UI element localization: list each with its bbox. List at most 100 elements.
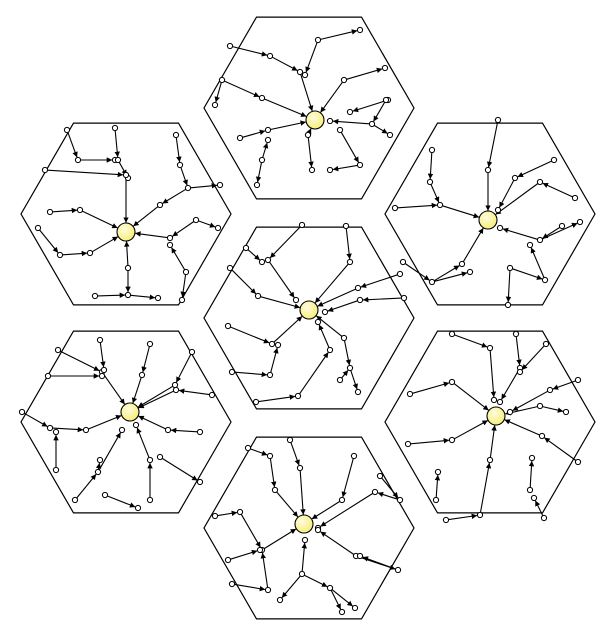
cell-center-sensor-node [336,376,344,384]
cell-lower-left-sensor-node [118,426,126,434]
cell-top-hexagon [203,16,415,200]
cell-lower-left-link [141,346,150,373]
cell-lower-right-link [412,381,450,394]
cell-lower-left-link [161,457,198,481]
cell-top-link [305,42,318,73]
cell-lower-left-sensor-node [52,466,60,474]
cell-top-link [270,120,306,131]
cell-lower-right-sensor-node [530,494,538,502]
cell-bottom-link [304,574,328,588]
cell-upper-left-link [82,210,118,229]
cell-upper-right-sensor-node [484,166,492,174]
cell-lower-right-sensor-node [434,468,442,476]
cell-upper-left-sensor-node [122,171,130,179]
cell-upper-right-sensor-node [511,174,519,182]
cell-upper-left-link [172,221,195,237]
cell-lower-right-link [489,425,497,458]
cell-lower-left-sensor-node [138,371,146,379]
cell-lower-right-link [534,500,544,516]
cell-lower-left-link [178,388,210,396]
cell-lower-right-sensor-node [538,432,546,440]
cell-bottom-link [381,477,399,498]
cell-top-link [300,74,314,112]
cell-upper-left-link [91,236,119,253]
cell-lower-right-link [544,437,577,461]
cell-center-link [327,300,358,312]
cell-center-sensor-node [226,264,234,272]
cell-center-link [260,296,301,309]
cell-top-sensor-node [258,94,266,102]
cell-top-link [373,101,386,122]
cell-lower-right-link [528,460,535,488]
cell-lower-left-sensor-node [146,340,154,348]
cell-center-link [299,352,329,395]
cell-center-sensor-node [354,388,362,396]
cell-center-sensor-node [326,346,334,354]
cell-bottom-sensor-node [350,452,358,460]
cell-upper-left-link [175,137,182,163]
cell-lower-left-sensor-node [134,504,142,512]
cell-lower-left-sensor-node [146,496,154,504]
cell-bottom-link [331,589,353,607]
cell-upper-right-sensor-node [426,178,434,186]
cell-top-link [346,67,383,80]
cell-lower-left-sensor-node [98,372,106,380]
cell-lower-left-sensor-node [188,348,196,356]
cell-upper-right-link [499,180,515,208]
cell-center-sensor-node [242,244,250,252]
cell-bottom-sensor-node [356,552,364,560]
cell-top-sensor-node [264,126,272,134]
gateways-layer [116,110,506,534]
cell-bottom-sensor-node [296,464,304,472]
cell-lower-left-sensor-node [96,336,104,344]
cell-center-link [317,288,356,307]
cell-upper-left-link [114,130,120,158]
cell-center-sensor-node [346,364,354,372]
cell-center-sensor-node [224,322,232,330]
cell-bottom-link [301,542,307,572]
cell-upper-right-sensor-node [466,268,474,276]
cell-center-sensor-node [292,296,300,304]
cell-upper-right-link [512,268,543,280]
cell-top-sensor-node [266,52,274,60]
cell-lower-right-sensor-node [516,368,524,376]
cell-upper-right-link [427,152,434,180]
cell-upper-right-sensor-node [506,264,514,272]
cell-upper-left-sensor-node [166,241,174,249]
cell-upper-right-link [542,222,578,240]
cell-upper-left-link [162,188,187,204]
cell-lower-left-sensor-node [101,491,109,499]
cell-upper-left-sensor-node [214,224,222,232]
cell-lower-left-sensor-node [172,386,180,394]
cell-top-link [320,29,358,40]
cell-bottom-link [234,583,266,592]
cell-bottom-sensor-node [211,512,219,520]
cell-center-sensor-node [340,334,348,342]
cell-upper-right-sensor-node [494,206,502,214]
cell-center-link [316,315,343,337]
cell-lower-left-link [76,474,97,499]
cell-upper-right-sensor-node [428,146,436,154]
cell-lower-right-sensor-node [406,390,414,398]
cell-upper-left-link [124,241,130,266]
cell-bottom-link [341,458,354,498]
cell-top-link [307,137,314,168]
cell-lower-right-link [515,336,522,366]
cell-upper-right-sensor-node [458,260,466,268]
cell-center-sensor-node [268,340,276,348]
cell-upper-right-link [517,160,552,178]
cell-top-link [373,124,388,134]
cell-top-link [262,142,269,158]
cell-upper-left-sensor-node [91,292,99,300]
cell-lower-left-link [99,342,106,368]
cell-upper-left-hexagon [20,122,232,306]
cell-lower-left-link [131,377,142,404]
cell-top-sensor-node [386,131,394,139]
cell-lower-right-link [454,334,488,348]
cell-upper-right-sensor-node [496,224,504,232]
cell-top-link [255,162,263,183]
cell-upper-right-link [486,122,499,168]
cell-lower-right-link [454,420,488,440]
cell-lower-right-sensor-node [540,514,548,522]
cell-top-sensor-node [340,76,348,84]
